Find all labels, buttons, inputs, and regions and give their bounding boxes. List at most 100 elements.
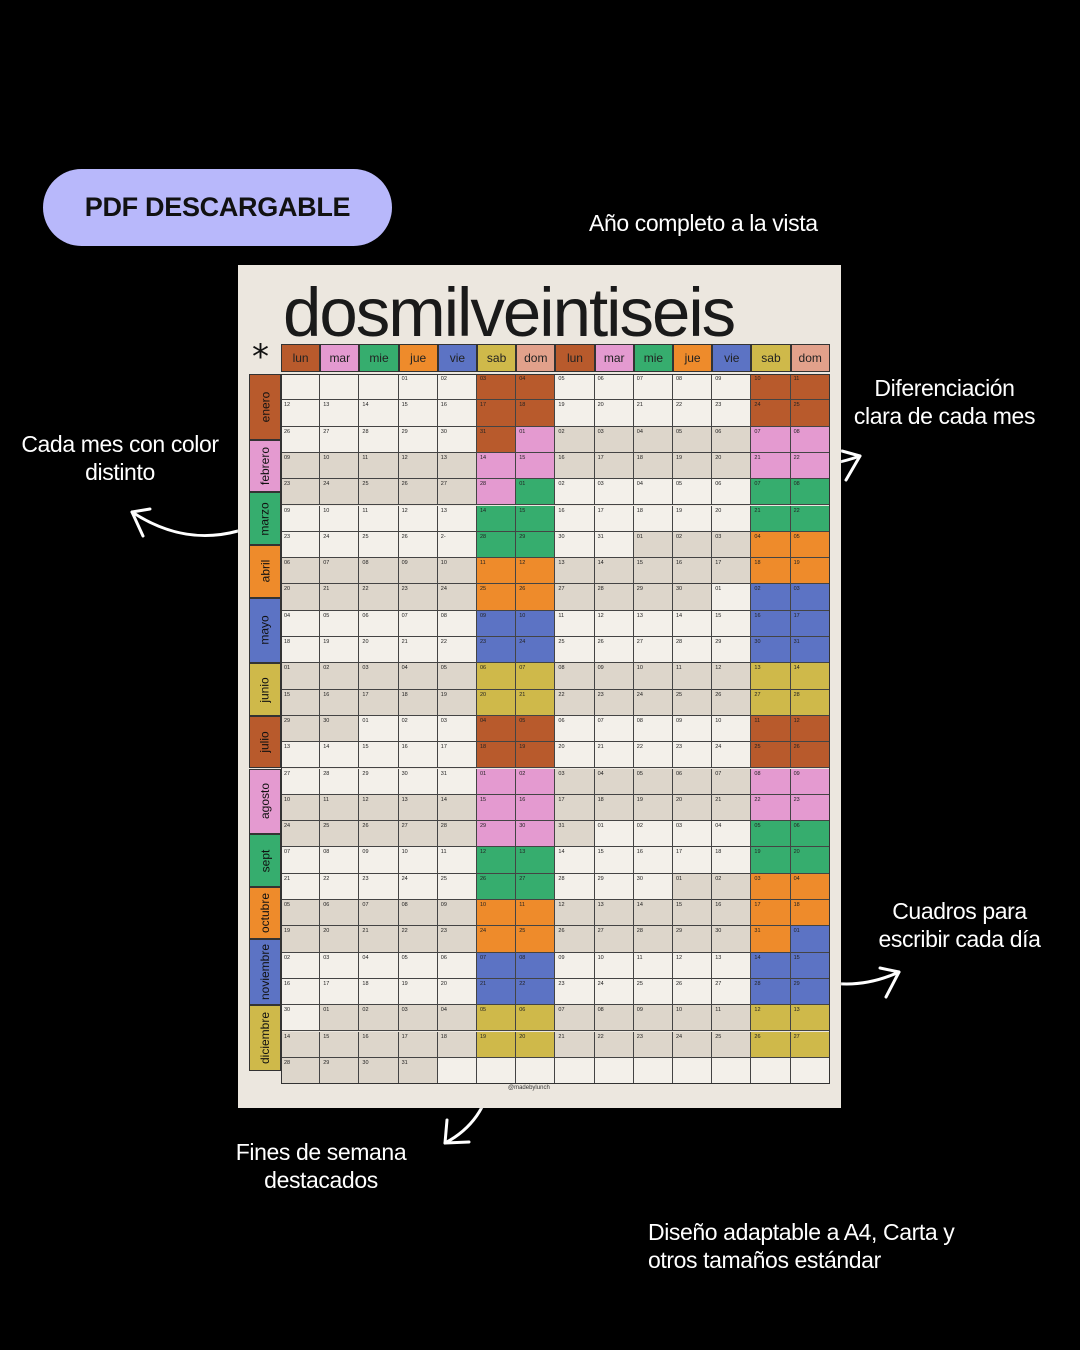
day-cell[interactable]: 19	[516, 742, 556, 769]
day-cell[interactable]: 07	[398, 610, 438, 637]
day-cell[interactable]: 03	[673, 821, 713, 848]
day-cell[interactable]: 28	[790, 689, 830, 716]
day-cell[interactable]: 11	[359, 505, 399, 532]
day-cell[interactable]: 24	[281, 821, 321, 848]
day-cell[interactable]: 07	[751, 426, 791, 453]
day-cell[interactable]: 20	[594, 400, 634, 427]
day-cell[interactable]: 10	[673, 1005, 713, 1032]
day-cell[interactable]: 31	[751, 926, 791, 953]
day-cell[interactable]: 16	[516, 794, 556, 822]
day-cell[interactable]: 14	[633, 900, 673, 927]
day-cell[interactable]: 12	[673, 952, 713, 979]
day-cell[interactable]: 05	[633, 768, 673, 795]
day-cell[interactable]: 10	[437, 558, 477, 585]
day-cell[interactable]: 20	[281, 584, 321, 611]
day-cell[interactable]: 01	[594, 821, 634, 848]
day-cell[interactable]: 25	[790, 400, 830, 427]
day-cell[interactable]: 17	[594, 452, 634, 480]
day-cell[interactable]: 28	[320, 768, 360, 795]
day-cell[interactable]: 31	[398, 1057, 438, 1085]
day-cell[interactable]	[594, 1057, 634, 1085]
day-cell[interactable]: 27	[594, 926, 634, 953]
day-cell[interactable]: 01	[398, 374, 438, 401]
day-cell[interactable]: 04	[477, 715, 517, 743]
day-cell[interactable]: 27	[516, 873, 556, 900]
day-cell[interactable]: 08	[751, 768, 791, 795]
day-cell[interactable]: 09	[594, 663, 634, 690]
day-cell[interactable]: 08	[320, 847, 360, 874]
day-cell[interactable]: 10	[320, 452, 360, 480]
day-cell[interactable]: 26	[673, 978, 713, 1006]
day-cell[interactable]: 14	[673, 610, 713, 637]
day-cell[interactable]: 09	[712, 374, 752, 401]
day-cell[interactable]: 30	[516, 821, 556, 848]
day-cell[interactable]: 23	[594, 689, 634, 716]
day-cell[interactable]: 16	[281, 978, 321, 1006]
day-cell[interactable]: 20	[712, 452, 752, 480]
day-cell[interactable]: 04	[712, 821, 752, 848]
day-cell[interactable]: 08	[790, 479, 830, 506]
day-cell[interactable]: 15	[320, 1031, 360, 1058]
day-cell[interactable]: 26	[712, 689, 752, 716]
day-cell[interactable]: 04	[633, 479, 673, 506]
day-cell[interactable]: 14	[477, 505, 517, 532]
day-cell[interactable]: 19	[751, 847, 791, 874]
day-cell[interactable]: 18	[398, 689, 438, 716]
day-cell[interactable]: 13	[790, 1005, 830, 1032]
day-cell[interactable]: 27	[712, 978, 752, 1006]
day-cell[interactable]: 05	[751, 821, 791, 848]
day-cell[interactable]	[790, 1057, 830, 1085]
day-cell[interactable]: 29	[516, 531, 556, 559]
day-cell[interactable]: 02	[751, 584, 791, 611]
day-cell[interactable]: 13	[516, 847, 556, 874]
day-cell[interactable]: 21	[712, 794, 752, 822]
day-cell[interactable]: 01	[477, 768, 517, 795]
day-cell[interactable]: 23	[281, 531, 321, 559]
day-cell[interactable]: 11	[751, 715, 791, 743]
day-cell[interactable]: 14	[477, 452, 517, 480]
day-cell[interactable]: 16	[633, 847, 673, 874]
day-cell[interactable]: 29	[594, 873, 634, 900]
day-cell[interactable]: 17	[790, 610, 830, 637]
day-cell[interactable]: 15	[673, 900, 713, 927]
day-cell[interactable]: 11	[673, 663, 713, 690]
day-cell[interactable]: 20	[437, 978, 477, 1006]
day-cell[interactable]: 10	[594, 952, 634, 979]
day-cell[interactable]: 21	[555, 1031, 595, 1058]
day-cell[interactable]: 26	[398, 479, 438, 506]
day-cell[interactable]: 30	[633, 873, 673, 900]
day-cell[interactable]: 14	[790, 663, 830, 690]
day-cell[interactable]	[712, 1057, 752, 1085]
day-cell[interactable]: 21	[751, 452, 791, 480]
day-cell[interactable]: 01	[359, 715, 399, 743]
day-cell[interactable]: 07	[594, 715, 634, 743]
day-cell[interactable]: 18	[633, 452, 673, 480]
day-cell[interactable]: 12	[594, 610, 634, 637]
day-cell[interactable]: 02	[359, 1005, 399, 1032]
day-cell[interactable]: 14	[320, 742, 360, 769]
day-cell[interactable]: 15	[516, 452, 556, 480]
day-cell[interactable]: 06	[320, 900, 360, 927]
day-cell[interactable]: 25	[633, 978, 673, 1006]
day-cell[interactable]: 22	[320, 873, 360, 900]
day-cell[interactable]: 17	[555, 794, 595, 822]
day-cell[interactable]: 06	[359, 610, 399, 637]
day-cell[interactable]: 15	[594, 847, 634, 874]
day-cell[interactable]: 21	[398, 637, 438, 664]
day-cell[interactable]: 08	[790, 426, 830, 453]
day-cell[interactable]: 25	[712, 1031, 752, 1058]
day-cell[interactable]: 05	[673, 479, 713, 506]
day-cell[interactable]: 13	[320, 400, 360, 427]
day-cell[interactable]: 19	[320, 637, 360, 664]
day-cell[interactable]: 20	[555, 742, 595, 769]
day-cell[interactable]: 06	[555, 715, 595, 743]
day-cell[interactable]: 24	[437, 584, 477, 611]
day-cell[interactable]: 19	[633, 794, 673, 822]
day-cell[interactable]: 23	[555, 978, 595, 1006]
day-cell[interactable]: 24	[673, 1031, 713, 1058]
day-cell[interactable]: 11	[516, 900, 556, 927]
day-cell[interactable]: 30	[398, 768, 438, 795]
day-cell[interactable]: 15	[516, 505, 556, 532]
day-cell[interactable]: 07	[751, 479, 791, 506]
day-cell[interactable]: 29	[712, 637, 752, 664]
